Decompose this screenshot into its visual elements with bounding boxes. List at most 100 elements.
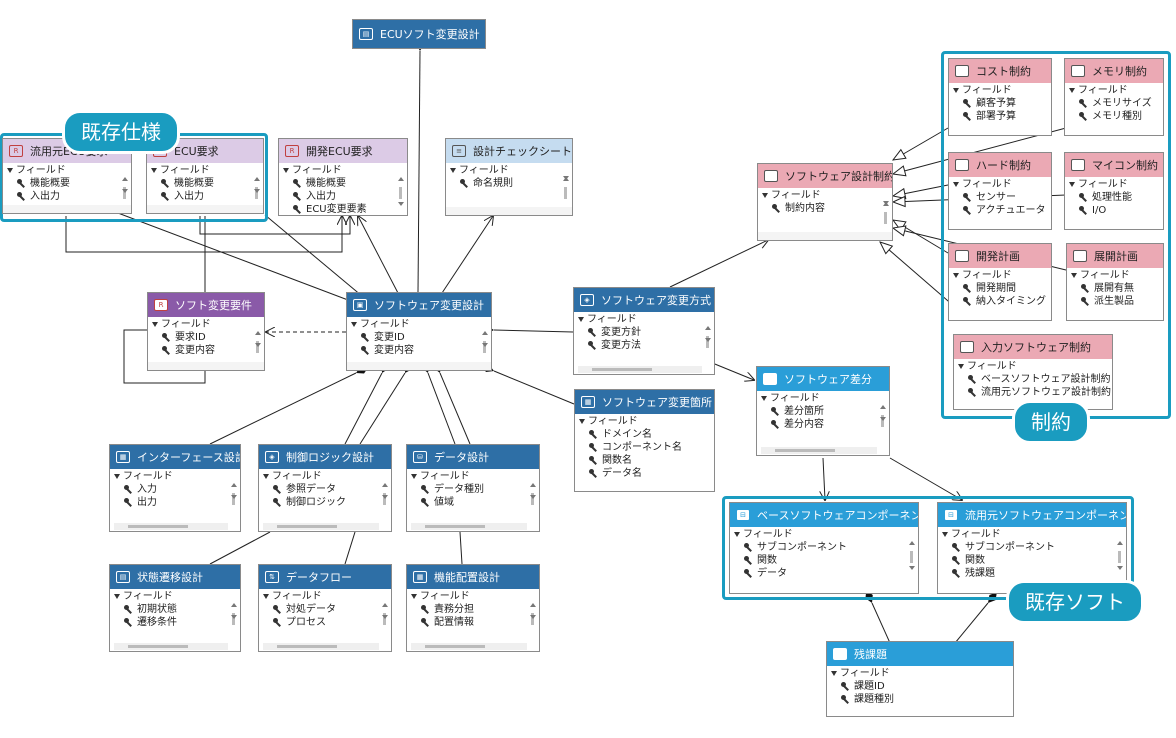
vertical-scrollbar[interactable] [481, 331, 489, 353]
entity-title: メモリ制約 [1092, 65, 1147, 78]
vertical-scrollbar[interactable] [253, 177, 261, 199]
fields-section[interactable]: フィールド [574, 312, 714, 326]
key-icon [588, 328, 596, 336]
vertical-scrollbar[interactable] [879, 405, 887, 427]
vertical-scrollbar[interactable] [381, 603, 389, 625]
fields-section[interactable]: フィールド [949, 177, 1051, 191]
entity-sekkei[interactable]: ▣ソフトウェア変更設計 フィールド 変更ID 変更内容 [346, 292, 492, 371]
entity-data[interactable]: ⛁データ設計 フィールド データ種別 値域 [406, 444, 540, 532]
entity-title: 状態遷移設計 [137, 571, 203, 584]
fields-section[interactable]: フィールド [954, 359, 1112, 373]
fields-section[interactable]: フィールド [949, 268, 1051, 282]
fields-section[interactable]: フィールド [407, 469, 539, 483]
entity-header: ⊟ベースソフトウェアコンポーネント [730, 503, 918, 527]
vertical-scrollbar[interactable] [230, 483, 238, 505]
entity-zan[interactable]: 残課題 フィールド 課題ID 課題種別 [826, 641, 1014, 717]
entity-memory[interactable]: メモリ制約 フィールド メモリサイズ メモリ種別 [1064, 58, 1164, 136]
fields-section[interactable]: フィールド [827, 666, 1013, 680]
fields-section[interactable]: フィールド [279, 163, 407, 177]
horizontal-scrollbar[interactable] [114, 643, 228, 650]
entity-header: マイコン制約 [1065, 153, 1163, 177]
fields-section[interactable]: フィールド [110, 589, 240, 603]
entity-hoshiki[interactable]: ◈ソフトウェア変更方式 フィールド 変更方針 変更方法 [573, 287, 715, 375]
fields-section[interactable]: フィールド [938, 527, 1126, 541]
vertical-scrollbar[interactable] [230, 603, 238, 625]
entity-header: 展開計画 [1067, 244, 1163, 268]
fields-section[interactable]: フィールド [347, 317, 491, 331]
entity-micon[interactable]: マイコン制約 フィールド 処理性能 I/O [1064, 152, 1164, 230]
fields-section[interactable]: フィールド [3, 163, 131, 177]
entity-header: ◈制御ロジック設計 [259, 445, 391, 469]
vertical-scrollbar[interactable] [562, 176, 570, 199]
key-icon [421, 485, 429, 493]
fields-section[interactable]: フィールド [949, 83, 1051, 97]
horizontal-scrollbar[interactable] [761, 447, 877, 454]
horizontal-scrollbar[interactable] [411, 643, 527, 650]
edge-ecu-sekkei [416, 37, 425, 294]
entity-tenkai[interactable]: 展開計画 フィールド 展開有無 派生製品 [1066, 243, 1164, 321]
entity-ecu[interactable]: ▤ ECUソフト変更設計 [352, 19, 486, 49]
entity-title: 制御ロジック設計 [286, 451, 374, 464]
entity-sabun[interactable]: ソフトウェア差分 フィールド 差分箇所 差分内容 [756, 366, 890, 456]
entity-if[interactable]: ▦インターフェース設計 フィールド 入力 出力 [109, 444, 241, 532]
fields-section[interactable]: フィールド [730, 527, 918, 541]
horizontal-scrollbar[interactable] [263, 643, 379, 650]
horizontal-scrollbar[interactable] [263, 523, 379, 530]
entity-kasho[interactable]: ▦ソフトウェア変更箇所 フィールド ドメイン名 コンポーネント名 関数名 データ… [574, 389, 715, 492]
entity-flow[interactable]: ⇅データフロー フィールド 対処データ プロセス [258, 564, 392, 652]
fields-section[interactable]: フィールド [1067, 268, 1163, 282]
fields-section[interactable]: フィールド [758, 188, 892, 202]
fields-section[interactable]: フィールド [148, 317, 264, 331]
horizontal-scrollbar[interactable] [578, 366, 702, 373]
fields-section[interactable]: フィールド [259, 469, 391, 483]
entity-state[interactable]: ▤状態遷移設計 フィールド 初期状態 遷移条件 [109, 564, 241, 652]
key-icon [963, 112, 971, 120]
entity-hard[interactable]: ハード制約 フィールド センサー アクチュエータ [948, 152, 1052, 230]
vertical-scrollbar[interactable] [882, 201, 890, 224]
entity-logic[interactable]: ◈制御ロジック設計 フィールド 参照データ 制御ロジック [258, 444, 392, 532]
entity-kino[interactable]: ▦機能配置設計 フィールド 責務分担 配置情報 [406, 564, 540, 652]
entity-input[interactable]: 入力ソフトウェア制約 フィールド ベースソフトウェア設計制約 流用元ソフトウェア… [953, 334, 1113, 410]
vertical-scrollbar[interactable] [381, 483, 389, 505]
document-icon: ≡ [452, 145, 466, 157]
key-icon [744, 569, 752, 577]
fields-section[interactable]: フィールド [757, 391, 889, 405]
entity-cost[interactable]: コスト制約 フィールド 顧客予算 部署予算 [948, 58, 1052, 136]
component-icon: ⊟ [944, 509, 958, 521]
field-row: ベースソフトウェア設計制約 [954, 373, 1112, 386]
vertical-scrollbar[interactable] [397, 177, 405, 206]
vertical-scrollbar[interactable] [254, 331, 262, 353]
fields-section[interactable]: フィールド [446, 163, 572, 177]
field-row: 入力 [110, 483, 240, 496]
fields-section[interactable]: フィールド [259, 589, 391, 603]
entity-seiyaku[interactable]: ソフトウェア設計制約 フィールド 制約内容 [757, 163, 893, 241]
key-icon [460, 179, 468, 187]
fields-section[interactable]: フィールド [1065, 83, 1163, 97]
component-icon: ◈ [580, 294, 594, 306]
entity-header: 入力ソフトウェア制約 [954, 335, 1112, 359]
entity-ryuyocomp[interactable]: ⊟流用元ソフトウェアコンポーネント フィールド サブコンポーネント 関数 残課題 [937, 502, 1127, 594]
vertical-scrollbar[interactable] [529, 483, 537, 505]
edge-sekkei-ecuyokyu [264, 214, 363, 297]
vertical-scrollbar[interactable] [529, 603, 537, 625]
entity-base[interactable]: ⊟ベースソフトウェアコンポーネント フィールド サブコンポーネント 関数 データ [729, 502, 919, 594]
entity-check[interactable]: ≡設計チェックシート フィールド 命名規則 [445, 138, 573, 216]
vertical-scrollbar[interactable] [908, 541, 916, 570]
vertical-scrollbar[interactable] [704, 326, 712, 348]
key-icon [421, 618, 429, 626]
horizontal-scrollbar[interactable] [411, 523, 527, 530]
fields-section[interactable]: フィールド [575, 414, 714, 428]
fields-section[interactable]: フィールド [147, 163, 263, 177]
entity-keikaku[interactable]: 開発計画 フィールド 開発期間 納入タイミング [948, 243, 1052, 321]
vertical-scrollbar[interactable] [121, 177, 129, 199]
fields-section[interactable]: フィールド [407, 589, 539, 603]
horizontal-scrollbar[interactable] [114, 523, 228, 530]
requirement-icon: R [154, 299, 168, 311]
vertical-scrollbar[interactable] [1116, 541, 1124, 570]
fields-section[interactable]: フィールド [1065, 177, 1163, 191]
fields-section[interactable]: フィールド [110, 469, 240, 483]
class-icon: ▦ [116, 451, 130, 463]
